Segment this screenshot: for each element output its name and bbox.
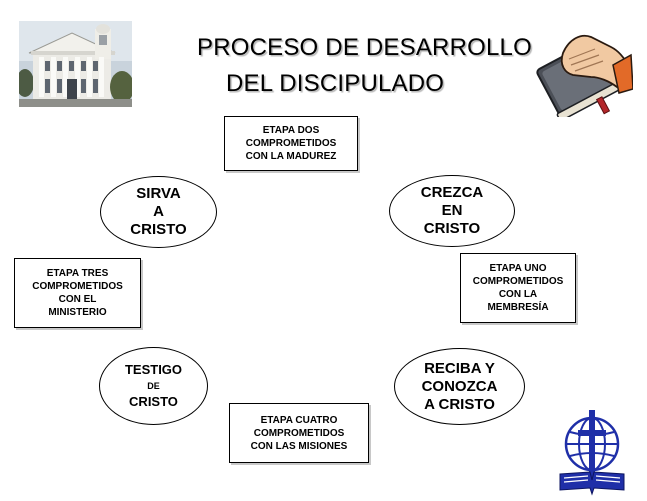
stage-four-line-3: CON LAS MISIONES — [250, 440, 348, 452]
stage-three-box: ETAPA TRES COMPROMETIDOS CON EL MINISTER… — [14, 258, 141, 328]
stage-two-box: ETAPA DOS COMPROMETIDOS CON LA MADUREZ — [224, 116, 358, 171]
globe-cross-logo — [556, 408, 628, 496]
title-line-1: PROCESO DE DESARROLLO — [197, 34, 532, 61]
oval-reciba-y-conozca: RECIBA Y CONOZCA A CRISTO — [394, 348, 525, 425]
stage-one-line-1: ETAPA UNO — [489, 263, 547, 274]
stage-two-line-1: ETAPA DOS — [262, 125, 320, 136]
oval-crezca-line-3: CRISTO — [423, 220, 481, 237]
oval-testigo-line-1: TESTIGO — [124, 362, 183, 377]
oval-crezca-line-2: EN — [441, 202, 463, 219]
stage-one-line-4: MEMBRESÍA — [487, 302, 549, 313]
stage-one-box: ETAPA UNO COMPROMETIDOS CON LA MEMBRESÍA — [460, 253, 576, 323]
stage-four-line-2: COMPROMETIDOS — [253, 427, 345, 439]
stage-four-box: ETAPA CUATRO COMPROMETIDOS CON LAS MISIO… — [229, 403, 369, 463]
stage-one-line-3: CON LA — [498, 289, 538, 300]
stage-three-line-1: ETAPA TRES — [46, 268, 109, 279]
church-photo — [16, 21, 134, 107]
oval-reciba-line-2: CONOZCA — [421, 377, 498, 395]
stage-two-line-2: COMPROMETIDOS — [245, 138, 337, 149]
oval-reciba-line-1: RECIBA Y — [424, 359, 495, 377]
title-line-2: DEL DISCIPULADO — [226, 70, 445, 97]
stage-one-line-2: COMPROMETIDOS — [472, 276, 564, 287]
oval-sirva-line-1: SIRVA — [136, 185, 181, 202]
oval-testigo-line-3: CRISTO — [129, 394, 178, 409]
stage-three-line-2: COMPROMETIDOS — [32, 281, 123, 292]
stage-two-line-3: CON LA MADUREZ — [245, 151, 337, 162]
oval-sirva-line-2: A — [153, 203, 164, 220]
hand-on-bible-icon — [533, 19, 634, 122]
oval-sirva-a-cristo: SIRVA A CRISTO — [100, 176, 217, 248]
oval-testigo-line-2: DE — [147, 381, 160, 391]
oval-testigo-de-cristo: TESTIGO DE CRISTO — [99, 347, 208, 425]
oval-sirva-line-3: CRISTO — [130, 221, 187, 238]
stage-three-line-4: MINISTERIO — [48, 307, 107, 318]
oval-reciba-line-3: A CRISTO — [424, 395, 495, 413]
stage-three-line-3: CON EL — [58, 294, 97, 305]
stage-four-line-1: ETAPA CUATRO — [260, 414, 338, 426]
oval-crezca-line-1: CREZCA — [420, 184, 484, 201]
oval-crezca-en-cristo: CREZCA EN CRISTO — [389, 175, 515, 247]
